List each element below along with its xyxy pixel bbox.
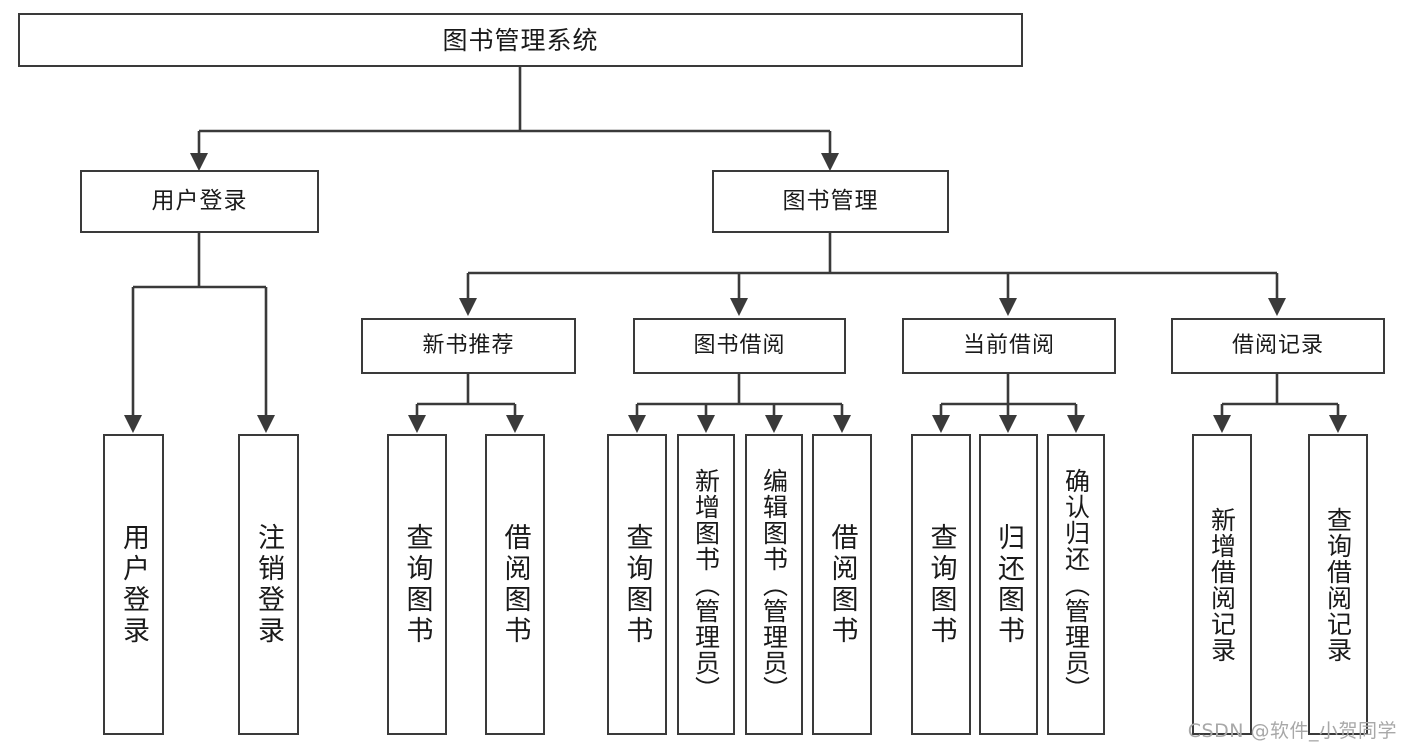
node-new-book-recommend[interactable]: 新书推荐: [361, 318, 576, 374]
node-label: 用户登录: [151, 188, 248, 214]
node-book-manage[interactable]: 图书管理: [712, 170, 949, 233]
node-label: 借阅记录: [1231, 333, 1324, 358]
leaf-user-login[interactable]: 用户登录: [103, 434, 164, 735]
leaf-new-book-borrow[interactable]: 借阅图书: [485, 434, 545, 735]
csdn-watermark: CSDN @软件_小贺同学: [1187, 720, 1397, 742]
leaf-edit-book-admin[interactable]: 编辑图书（管理员）: [745, 434, 803, 735]
leaf-logout[interactable]: 注销登录: [238, 434, 299, 735]
node-current-borrow[interactable]: 当前借阅: [902, 318, 1116, 374]
node-label: 借阅图书: [826, 522, 858, 647]
leaf-add-borrow-record[interactable]: 新增借阅记录: [1192, 434, 1252, 735]
node-label: 新书推荐: [422, 333, 515, 358]
leaf-confirm-return-admin[interactable]: 确认归还（管理员）: [1047, 434, 1105, 735]
node-label: 查询图书: [621, 522, 653, 647]
node-label: 确认归还（管理员）: [1061, 467, 1091, 702]
node-label: 新增图书（管理员）: [691, 467, 721, 702]
leaf-return-book[interactable]: 归还图书: [979, 434, 1038, 735]
leaf-new-book-query[interactable]: 查询图书: [387, 434, 447, 735]
leaf-current-query-book[interactable]: 查询图书: [911, 434, 971, 735]
node-label: 注销登录: [253, 522, 284, 647]
leaf-add-book-admin[interactable]: 新增图书（管理员）: [677, 434, 735, 735]
node-label: 查询借阅记录: [1323, 506, 1353, 663]
node-user-login[interactable]: 用户登录: [80, 170, 319, 233]
node-label: 查询图书: [925, 522, 957, 647]
leaf-borrow-book[interactable]: 借阅图书: [812, 434, 872, 735]
node-root-system[interactable]: 图书管理系统: [18, 13, 1023, 67]
node-borrow-record[interactable]: 借阅记录: [1171, 318, 1385, 374]
node-label: 归还图书: [993, 522, 1024, 647]
node-book-borrow[interactable]: 图书借阅: [633, 318, 846, 374]
node-label: 图书管理: [782, 188, 879, 214]
node-label: 新增借阅记录: [1207, 506, 1237, 663]
node-label: 图书管理系统: [442, 25, 599, 55]
node-label: 借阅图书: [499, 522, 531, 647]
leaf-borrow-query-book[interactable]: 查询图书: [607, 434, 667, 735]
node-label: 当前借阅: [962, 333, 1055, 358]
node-label: 用户登录: [118, 522, 149, 647]
node-label: 查询图书: [401, 522, 433, 647]
node-label: 图书借阅: [693, 333, 786, 358]
leaf-query-borrow-record[interactable]: 查询借阅记录: [1308, 434, 1368, 735]
node-label: 编辑图书（管理员）: [759, 467, 789, 702]
